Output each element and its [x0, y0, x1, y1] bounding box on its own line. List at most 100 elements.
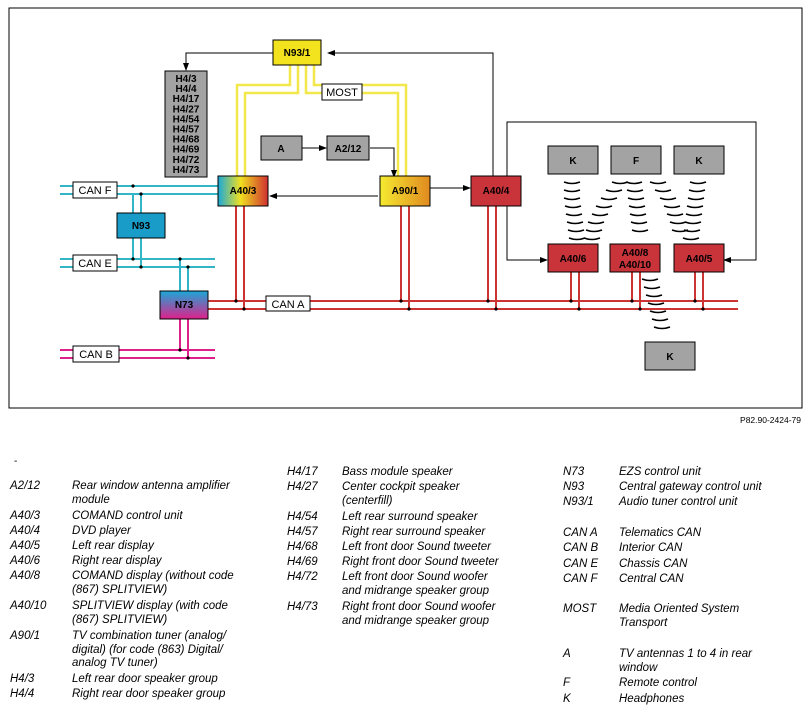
legend-code: A2/12: [10, 480, 41, 492]
system-diagram: MOST CAN F CAN E CAN B: [8, 7, 803, 409]
legend-description: Left rear door speaker group: [72, 673, 218, 685]
unit-n93-1: [272, 39, 322, 66]
unit-n93-1-label: N93/1: [284, 48, 311, 59]
legend-code: N93: [563, 481, 585, 493]
unit-k-right-label: K: [695, 156, 703, 167]
legend-code: H4/4: [10, 688, 35, 700]
legend-description: Left front door Sound woofer and midrang…: [342, 571, 490, 597]
legend-description: Chassis CAN: [619, 558, 688, 570]
legend-description: Right rear display: [72, 555, 162, 567]
bus-label-can-a: CAN A: [271, 299, 305, 311]
unit-a40-4-label: A40/4: [483, 186, 510, 197]
legend-description: TV antennas 1 to 4 in rear window: [619, 648, 752, 674]
legend-code: CAN B: [563, 542, 599, 554]
bus-label-can-f: CAN F: [79, 185, 112, 197]
unit-k-left: [547, 145, 599, 175]
speaker-group-item: H4/69: [173, 145, 200, 156]
legend-description: SPLITVIEW display (with code (867) SPLIT…: [72, 600, 228, 626]
speaker-group-item: H4/73: [173, 165, 200, 176]
bus-label-can-b: CAN B: [79, 349, 113, 361]
legend-marker: -: [14, 456, 18, 467]
wireless-waves: [563, 181, 707, 330]
legend-code: H4/68: [287, 541, 318, 553]
legend-code: CAN A: [563, 527, 598, 539]
unit-a: [260, 135, 303, 161]
legend-code: MOST: [563, 603, 597, 615]
unit-f: [610, 145, 662, 175]
unit-n73: [159, 290, 209, 320]
legend-code: H4/57: [287, 526, 318, 538]
speaker-group-item: H4/17: [173, 94, 200, 105]
legend-code: K: [563, 693, 571, 705]
legend-description: Remote control: [619, 677, 697, 689]
legend-description: Left rear display: [72, 540, 154, 552]
unit-a40-3: [217, 175, 269, 207]
unit-k-bottom: [644, 341, 696, 371]
legend-description: Rear window antenna amplifier module: [72, 480, 230, 506]
speaker-group-item: H4/27: [173, 104, 200, 115]
legend-code: H4/69: [287, 556, 318, 568]
unit-a40-3-label: A40/3: [230, 186, 257, 197]
unit-k-right: [673, 145, 725, 175]
unit-n93: [116, 212, 166, 239]
unit-a90-1-label: A90/1: [392, 186, 419, 197]
legend-description: Left rear surround speaker: [342, 511, 478, 523]
legend-description: EZS control unit: [619, 466, 701, 478]
diagram-frame: [8, 7, 803, 409]
figure-code: P82.90-2424-79: [740, 415, 801, 425]
unit-a2-12: [326, 135, 370, 161]
speaker-group-item: H4/57: [173, 125, 200, 136]
legend-description: Right front door Sound tweeter: [342, 556, 499, 568]
unit-a-label: A: [277, 144, 284, 155]
speaker-group-item: H4/4: [175, 84, 197, 95]
legend-description: Headphones: [619, 693, 685, 705]
legend-description: Left front door Sound tweeter: [342, 541, 491, 553]
legend-description: Telematics CAN: [619, 527, 702, 539]
legend-code: N93/1: [563, 496, 594, 508]
unit-a40-10-label: A40/10: [619, 260, 652, 271]
bus-junction-dots: [131, 184, 705, 360]
unit-a40-8-10: [609, 243, 661, 273]
legend-code: H4/72: [287, 571, 318, 583]
legend-description: COMAND display (without code (867) SPLIT…: [72, 570, 234, 596]
legend-description: Interior CAN: [619, 542, 683, 554]
legend-description: COMAND control unit: [72, 510, 183, 522]
legend-code: A90/1: [10, 630, 41, 642]
legend-code: H4/54: [287, 511, 318, 523]
legend-code: A40/4: [10, 525, 41, 537]
legend-code: A40/8: [10, 570, 41, 582]
unit-a40-6: [547, 243, 599, 273]
legend-code: CAN F: [563, 573, 598, 585]
speaker-group-box: [164, 70, 208, 178]
speaker-group-item: H4/3: [175, 74, 197, 85]
legend-column-1: A2/12 Rear window antenna amplifier modul…: [10, 480, 280, 710]
legend-description: Central CAN: [619, 573, 684, 585]
signal-arrows: [183, 50, 757, 263]
legend-description: Right rear surround speaker: [342, 526, 486, 538]
legend-code: CAN E: [563, 558, 599, 570]
legend-description: DVD player: [72, 525, 131, 537]
speaker-group-item: H4/54: [173, 114, 200, 125]
legend-description: Bass module speaker: [342, 466, 453, 478]
legend-code: N73: [563, 466, 585, 478]
legend-description: Media Oriented System Transport: [619, 603, 740, 629]
bus-label-most: MOST: [326, 87, 358, 99]
unit-a40-8-label: A40/8: [622, 248, 649, 259]
legend-code: A40/3: [10, 510, 41, 522]
legend-description: TV combination tuner (analog/ digital) (…: [72, 630, 227, 669]
legend-code: A40/6: [10, 555, 41, 567]
legend-code: H4/27: [287, 481, 318, 493]
unit-a40-6-label: A40/6: [560, 254, 587, 265]
legend-code: H4/3: [10, 673, 35, 685]
unit-k-bottom-label: K: [666, 352, 674, 363]
legend-description: Central gateway control unit: [619, 481, 762, 493]
legend-code: H4/17: [287, 466, 318, 478]
unit-k-left-label: K: [569, 156, 577, 167]
unit-a40-5-label: A40/5: [686, 254, 713, 265]
bus-label-can-e: CAN E: [78, 258, 112, 270]
legend-description: Right front door Sound woofer and midran…: [342, 601, 496, 627]
legend-description: Audio tuner control unit: [619, 496, 738, 508]
most-bus: [235, 65, 408, 178]
